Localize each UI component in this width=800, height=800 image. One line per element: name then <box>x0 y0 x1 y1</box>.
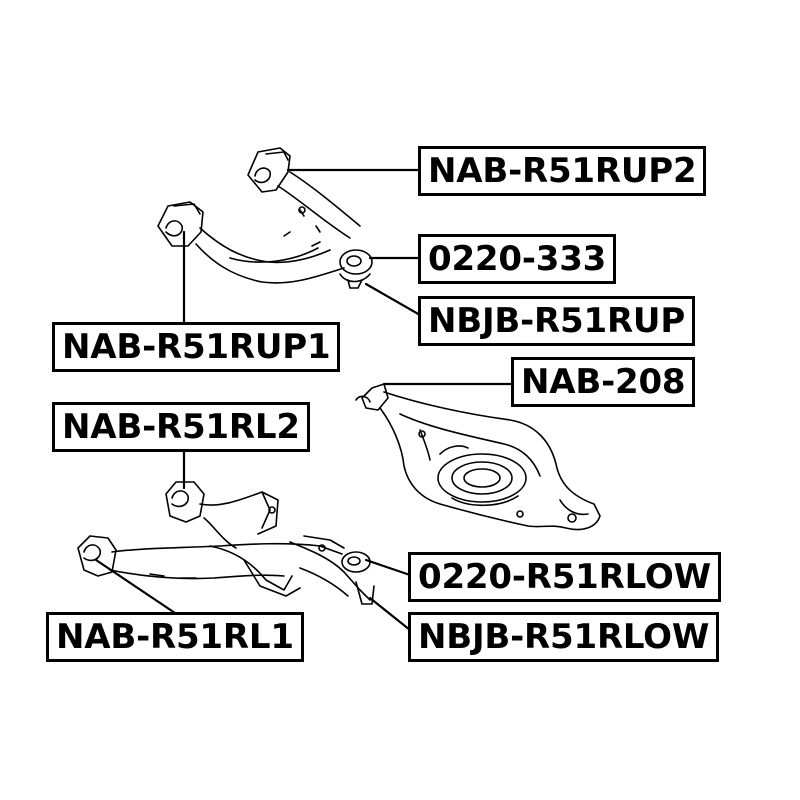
label-nbjb-r51rup: NBJB-R51RUP <box>418 296 696 346</box>
label-nab-r51rup2: NAB-R51RUP2 <box>418 146 707 196</box>
label-nab-208: NAB-208 <box>511 357 696 407</box>
leader-lines <box>94 168 515 632</box>
label-0220-333: 0220-333 <box>418 234 617 284</box>
rear-lower-arm-assembly <box>355 383 601 531</box>
label-nab-r51rl2: NAB-R51RL2 <box>52 402 310 452</box>
lower-control-arm <box>77 481 375 605</box>
label-nab-r51rl1: NAB-R51RL1 <box>46 612 304 662</box>
label-0220-r51rlow: 0220-R51RLOW <box>408 552 721 602</box>
label-nbjb-r51rlow: NBJB-R51RLOW <box>408 612 720 662</box>
upper-control-arm <box>157 147 373 289</box>
label-nab-r51rup1: NAB-R51RUP1 <box>52 322 341 372</box>
